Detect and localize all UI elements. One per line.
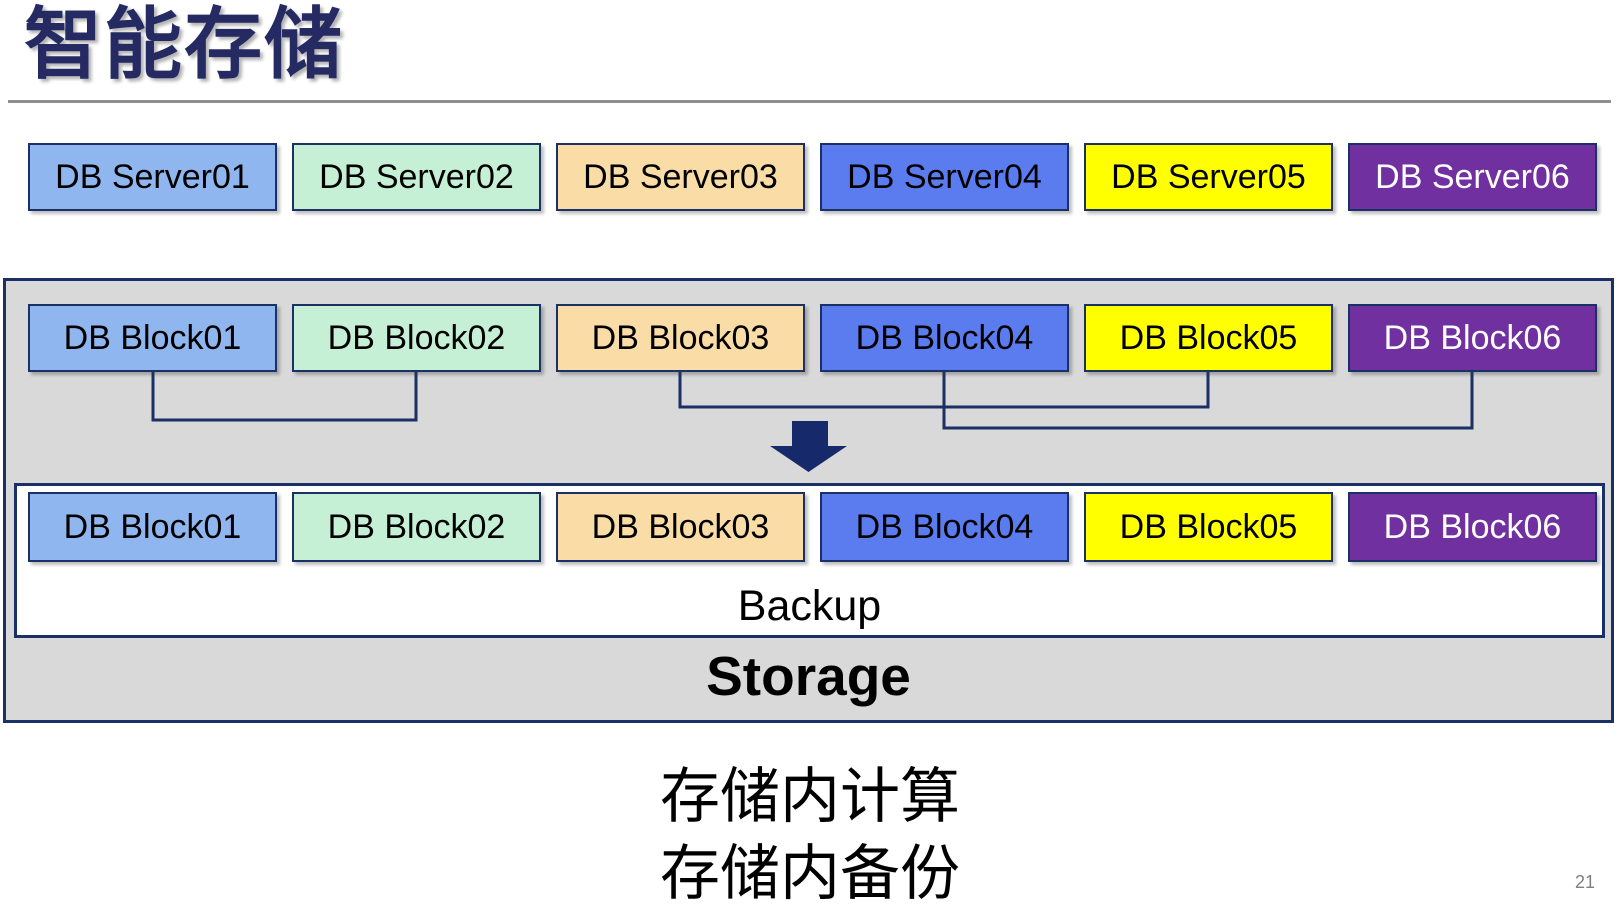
db-server-box-1: DB Server01 bbox=[28, 143, 277, 211]
backup-label: Backup bbox=[737, 582, 882, 630]
db-block-top-3: DB Block03 bbox=[556, 304, 805, 372]
db-block-top-1: DB Block01 bbox=[28, 304, 277, 372]
db-block-bottom-1: DB Block01 bbox=[28, 492, 277, 562]
caption-line-1: 存储内计算 bbox=[660, 763, 960, 830]
page-number: 21 bbox=[1574, 872, 1595, 892]
db-server-box-4: DB Server04 bbox=[820, 143, 1069, 211]
page-title: 智能存储 bbox=[24, 0, 345, 88]
db-server-box-2: DB Server02 bbox=[292, 143, 541, 211]
caption-block: 存储内计算 存储内备份 bbox=[0, 758, 1620, 910]
storage-label: Storage bbox=[706, 645, 911, 707]
db-block-top-2: DB Block02 bbox=[292, 304, 541, 372]
db-block-bottom-3: DB Block03 bbox=[556, 492, 805, 562]
db-server-row: DB Server01 DB Server02 DB Server03 DB S… bbox=[28, 143, 1597, 211]
db-server-box-6: DB Server06 bbox=[1348, 143, 1597, 211]
db-block-top-5: DB Block05 bbox=[1084, 304, 1333, 372]
db-block-row-top: DB Block01 DB Block02 DB Block03 DB Bloc… bbox=[28, 304, 1597, 372]
down-arrow-icon bbox=[770, 421, 847, 472]
storage-container: DB Block01 DB Block02 DB Block03 DB Bloc… bbox=[3, 278, 1614, 723]
db-block-bottom-6: DB Block06 bbox=[1348, 492, 1597, 562]
db-block-bottom-4: DB Block04 bbox=[820, 492, 1069, 562]
backup-container: DB Block01 DB Block02 DB Block03 DB Bloc… bbox=[14, 483, 1605, 638]
db-block-bottom-5: DB Block05 bbox=[1084, 492, 1333, 562]
db-block-row-bottom: DB Block01 DB Block02 DB Block03 DB Bloc… bbox=[28, 492, 1597, 562]
caption-line-2: 存储内备份 bbox=[660, 840, 960, 907]
db-server-box-5: DB Server05 bbox=[1084, 143, 1333, 211]
db-block-bottom-2: DB Block02 bbox=[292, 492, 541, 562]
db-server-box-3: DB Server03 bbox=[556, 143, 805, 211]
title-divider bbox=[8, 100, 1611, 103]
db-block-top-4: DB Block04 bbox=[820, 304, 1069, 372]
db-block-top-6: DB Block06 bbox=[1348, 304, 1597, 372]
